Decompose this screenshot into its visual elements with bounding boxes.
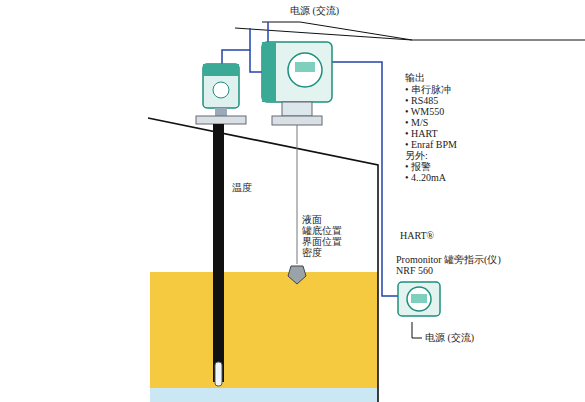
label: • 串行脉冲 <box>405 84 451 95</box>
node-heading: Promonitor 罐旁指示(仪) NRF 560 <box>396 254 514 276</box>
label: 密度 <box>302 247 322 258</box>
label: • HART <box>405 128 438 139</box>
label: • 4..20mA <box>405 172 446 183</box>
gauge-display <box>295 62 315 72</box>
gauge-window <box>288 53 322 87</box>
flange <box>272 116 322 125</box>
label: • 报警 <box>405 161 431 172</box>
indicator-node: Promonitor 罐旁指示(仪) NRF 560 <box>396 254 514 318</box>
label: 电源 (交流) <box>425 332 474 343</box>
power-wire <box>235 28 585 40</box>
power-wire <box>262 22 412 40</box>
hart-wire <box>332 62 398 296</box>
label: 另外: <box>405 150 428 161</box>
label: 输出 <box>405 72 425 83</box>
gauge-side <box>262 42 276 102</box>
signal-wire <box>222 28 250 64</box>
label: HART® <box>400 230 434 241</box>
flange <box>196 116 246 124</box>
tank-roof <box>148 118 378 402</box>
label: • M/S <box>405 117 428 128</box>
label: 温度 <box>232 182 252 193</box>
label: • RS485 <box>405 95 438 106</box>
label: • Enraf BPM <box>405 139 457 150</box>
power-wire <box>412 322 422 338</box>
displacer <box>288 266 306 284</box>
neck <box>215 108 227 116</box>
temperature-probe <box>213 124 224 382</box>
water-layer <box>150 388 378 402</box>
servo-gauge <box>262 42 332 102</box>
signal-wire <box>267 22 269 42</box>
gauge-neck <box>282 102 312 116</box>
label: 液面 <box>302 214 322 225</box>
head-dial <box>213 82 229 98</box>
temperature-head <box>203 64 239 108</box>
label: 电源 (交流) <box>290 5 339 16</box>
indicator-device <box>396 280 442 318</box>
signal-wire <box>250 50 262 72</box>
measuring-wire <box>297 125 298 264</box>
label: 罐底位置 <box>302 225 342 236</box>
liquid <box>150 272 378 388</box>
probe-tip <box>215 362 222 386</box>
label: 界面位置 <box>302 236 342 247</box>
head-cap <box>203 64 239 76</box>
label: • WM550 <box>405 106 444 117</box>
